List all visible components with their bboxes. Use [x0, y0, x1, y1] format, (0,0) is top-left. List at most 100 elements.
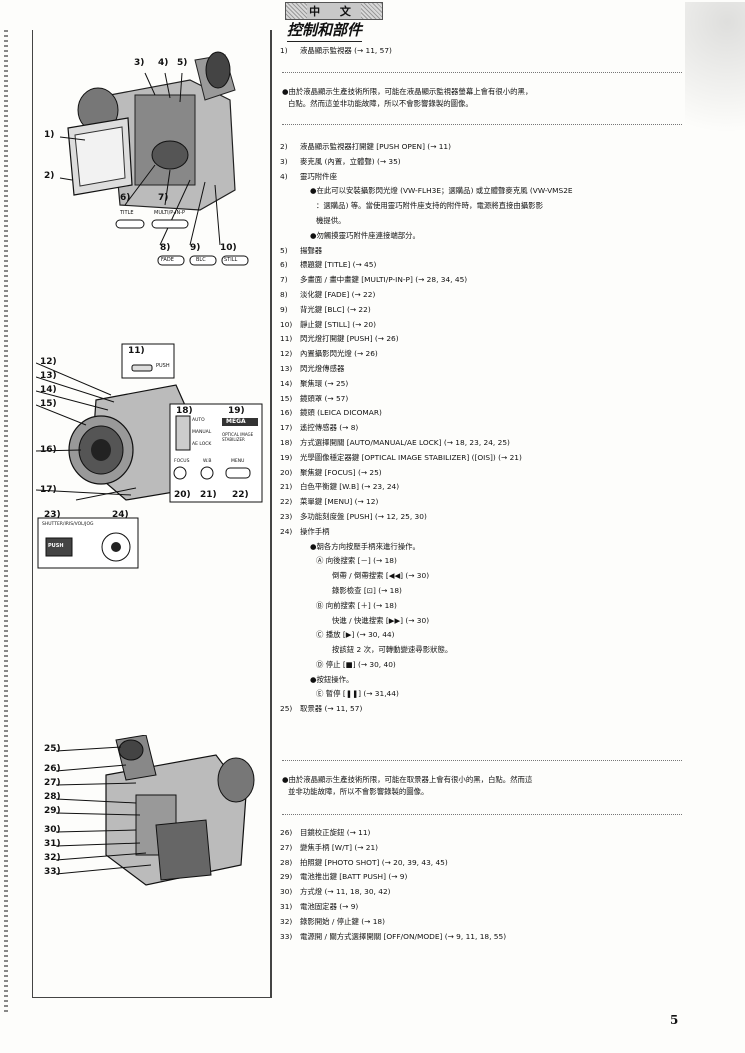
list-item: Ⓐ 向後搜索 [－] (→ 18) — [280, 554, 720, 569]
item-text: 閃光燈傳感器 — [300, 363, 345, 373]
list-item: Ⓒ 播放 [▶] (→ 30, 44) — [280, 628, 720, 643]
item-text: 錄影檢查 [⊡] (→ 18) — [332, 585, 402, 595]
list-item: 25)取景器 (→ 11, 57) — [280, 702, 720, 717]
button-title-label: TITLE — [120, 210, 134, 216]
item-text: 淡化鍵 [FADE] (→ 22) — [300, 289, 376, 299]
figure-camcorder-side: 25) 26) 27) 28) 29) 30) 31) 32) 33) — [36, 735, 266, 895]
binding-edge — [4, 30, 8, 1015]
item-text: Ⓔ 暫停 [❚❚] (→ 31,44) — [316, 689, 399, 699]
note-line: ●由於液晶顯示生產技術所限，可能在液晶顯示監視器螢幕上會有很小的黑， — [282, 87, 533, 96]
ae-lock-label: AE LOCK — [192, 442, 212, 447]
callout-20: 20) — [174, 490, 191, 500]
item-text: 機提供。 — [316, 215, 346, 225]
ois-label: OPTICAL IMAGE STABILIZER — [222, 432, 254, 442]
item-text: 靜止鍵 [STILL] (→ 20) — [300, 319, 376, 329]
item-number: 26) — [280, 828, 293, 837]
shutter-iris-label: SHUTTER/IRIS/VOL/JOG — [42, 522, 94, 527]
item-text: 操作手柄 — [300, 526, 330, 536]
wb-label: W.B — [203, 459, 212, 464]
item-text: 電池固定器 (→ 9) — [300, 901, 359, 911]
callout-7: 7) — [158, 193, 169, 203]
item-text: 方式選擇開關 [AUTO/MANUAL/AE LOCK] (→ 18, 23, … — [300, 437, 510, 447]
callout-14: 14) — [40, 385, 57, 395]
list-item: 4)靈巧附件座 — [280, 170, 720, 185]
note-line: 白點。然而這並非功能故障，所以不會影響錄製的圖像。 — [288, 99, 473, 108]
language-header: 中 文 — [285, 2, 383, 20]
figure-panel — [32, 30, 272, 998]
note-line: ●由於液晶顯示生產技術所限，可能在取景器上會有很小的黑，白點。然而這 — [282, 775, 533, 784]
list-item: 19)光學圖像穩定器鍵 [OPTICAL IMAGE STABILIZER] (… — [280, 451, 720, 466]
list-item: 15) 鏡頭罩 (→ 57) — [280, 392, 720, 407]
auto-label: AUTO — [192, 418, 205, 423]
item-text: 倒帶 / 倒帶搜索 [◀◀] (→ 30) — [332, 571, 430, 581]
list-item: 24)操作手柄 — [280, 525, 720, 540]
list-item: 17)遙控傳感器 (→ 8) — [280, 421, 720, 436]
focus-label: FOCUS — [174, 459, 190, 464]
list-item: 機提供。 — [280, 214, 720, 229]
callout-16: 16) — [40, 445, 57, 455]
callout-2: 2) — [44, 171, 55, 181]
callout-10: 10) — [220, 243, 237, 253]
item-number: 16) — [280, 408, 293, 418]
item-number: 22) — [280, 497, 293, 507]
item-text: 多畫面 / 畫中畫鍵 [MULTI/P-IN-P] (→ 28, 34, 45) — [300, 275, 468, 285]
item-text: 鏡頭罩 (→ 57) — [300, 393, 349, 403]
figure-camcorder-lcd: 3) 4) 5) 1) 2) 6) 7) TITLE MULTI/P-IN-P … — [40, 40, 265, 280]
item-number: 29) — [280, 872, 293, 882]
item-text: 多功能刻度盤 [PUSH] (→ 12, 25, 30) — [300, 511, 427, 521]
item-number: 12) — [280, 349, 293, 359]
list-item: 32)錄影開始 / 停止鍵 (→ 18) — [280, 915, 720, 930]
item-text: 取景器 (→ 11, 57) — [300, 704, 363, 714]
item-number: 11) — [280, 334, 293, 344]
callout-13: 13) — [40, 371, 57, 381]
list-item: 13) 閃光燈傳感器 — [280, 362, 720, 377]
item-text: 方式燈 (→ 11, 18, 30, 42) — [300, 887, 391, 897]
callout-25: 25) — [44, 744, 61, 754]
callout-5: 5) — [177, 58, 188, 68]
dotted-divider — [282, 760, 682, 761]
viewfinder-note: ●由於液晶顯示生產技術所限，可能在取景器上會有很小的黑，白點。然而這並非功能故障… — [282, 774, 702, 798]
item-number: 17) — [280, 423, 293, 433]
list-item: 16)鏡頭 (LEICA DICOMAR) — [280, 406, 720, 421]
list-item: ●在此可以安裝攝影閃光燈 (VW-FLH3E；選購品) 或立體聲麥克風 (VW-… — [280, 184, 720, 199]
list-item: 11) 閃光燈打開鍵 [PUSH] (→ 26) — [280, 332, 720, 347]
callout-33: 33) — [44, 867, 61, 877]
item-number: 15) — [280, 393, 293, 403]
list-item: Ⓑ 向前搜索 [＋] (→ 18) — [280, 599, 720, 614]
list-item: 快進 / 快進搜索 [▶▶] (→ 30) — [280, 614, 720, 629]
item-number: 33) — [280, 931, 293, 941]
list-item: 26)目鏡校正旋鈕 (→ 11) — [280, 826, 720, 841]
list-item: 31)電池固定器 (→ 9) — [280, 900, 720, 915]
item-text: ●在此可以安裝攝影閃光燈 (VW-FLH3E；選購品) 或立體聲麥克風 (VW-… — [310, 186, 573, 196]
item-number: 23) — [280, 511, 293, 521]
item-text: Ⓐ 向後搜索 [－] (→ 18) — [316, 556, 397, 566]
item-number: 13) — [280, 363, 293, 373]
list-item: 30) 方式燈 (→ 11, 18, 30, 42) — [280, 885, 720, 900]
callout-12: 12) — [40, 357, 57, 367]
item-number: 7) — [280, 275, 288, 285]
list-item: ●勿觸摸靈巧附件座連接端部分。 — [280, 229, 720, 244]
page-title: 控制和部件 — [287, 19, 363, 42]
item-number: 32) — [280, 916, 293, 926]
callout-3: 3) — [134, 58, 145, 68]
list-item: Ⓔ 暫停 [❚❚] (→ 31,44) — [280, 687, 720, 702]
item-number: 30) — [280, 887, 293, 897]
list-item: 33)電源開 / 關方式選擇開關 [OFF/ON/MODE] (→ 9, 11,… — [280, 930, 720, 945]
lcd-note: ●由於液晶顯示生產技術所限，可能在液晶顯示監視器螢幕上會有很小的黑， 白點。然而這… — [282, 86, 702, 110]
item-text: 菜單鍵 [MENU] (→ 12) — [300, 497, 379, 507]
list-item: 1)液晶顯示監視器 (→ 11, 57) — [280, 44, 720, 59]
item-number: 19) — [280, 452, 293, 462]
list-item: 3)麥克風 (內置，立體聲) (→ 35) — [280, 155, 720, 170]
item-text: 閃光燈打開鍵 [PUSH] (→ 26) — [300, 334, 399, 344]
manual-label: MANUAL — [192, 430, 212, 435]
list-item: Ⓓ 停止 [■] (→ 30, 40) — [280, 658, 720, 673]
item-text: 內置攝影閃光燈 (→ 26) — [300, 349, 378, 359]
list-item: 22) 菜單鍵 [MENU] (→ 12) — [280, 495, 720, 510]
item-number: 3) — [280, 156, 288, 166]
item-number: 9) — [280, 304, 288, 314]
item-number: 21) — [280, 482, 293, 492]
item-number: 6) — [280, 260, 288, 270]
list-item: 倒帶 / 倒帶搜索 [◀◀] (→ 30) — [280, 569, 720, 584]
item-text: 靈巧附件座 — [300, 171, 337, 181]
item-number: 5) — [280, 245, 288, 255]
